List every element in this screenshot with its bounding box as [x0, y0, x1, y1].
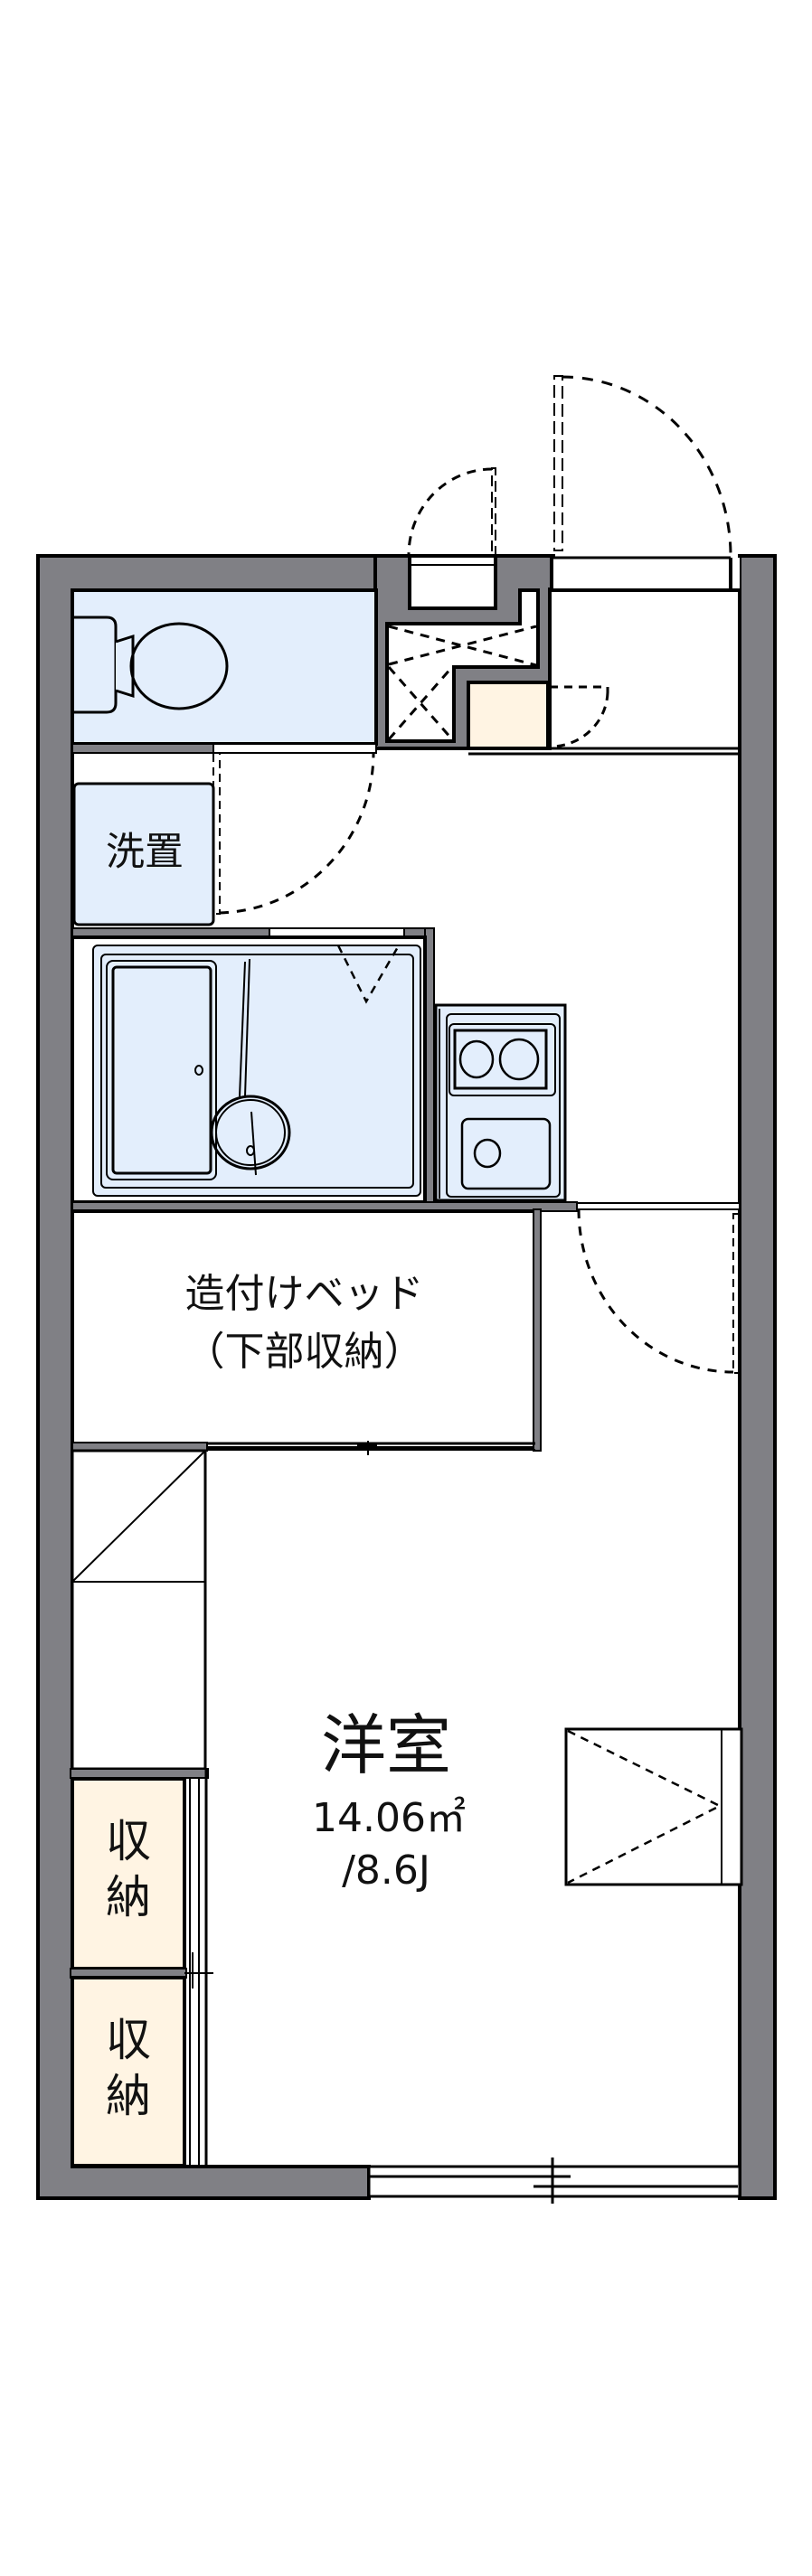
closet-2	[71, 1976, 186, 2167]
hall-door-frame	[576, 1202, 741, 1210]
western-room-tatami: /8.6J	[342, 1847, 430, 1894]
outer-walls	[36, 554, 777, 2200]
washer-space-label: 洗置	[106, 830, 184, 875]
toilet-partition	[71, 743, 214, 754]
stove-icon	[448, 1023, 556, 1096]
western-room-area: 14.06㎡	[312, 1795, 466, 1841]
shoe-box	[467, 681, 609, 750]
unit-bath	[71, 935, 427, 1204]
built-in-bed-label: 造付けベッド	[184, 1271, 424, 1317]
built-in-bed-sublabel: （下部収納）	[184, 1329, 424, 1375]
closet-1-label-1: 収	[106, 1815, 151, 1867]
right-window-box	[564, 1727, 743, 1886]
shoe-box-door-swing	[550, 685, 609, 748]
closet-sliding-doors[interactable]	[184, 1769, 213, 2167]
shelf-area	[70, 1449, 209, 1779]
washbasin-icon	[210, 1095, 291, 1170]
kitchen-counter	[434, 1003, 567, 1202]
room-door[interactable]	[577, 1208, 741, 1374]
entrance	[468, 556, 741, 756]
closet-2-label-2: 納	[106, 2070, 151, 2122]
balcony-window[interactable]	[367, 2158, 741, 2204]
toilet-door[interactable]	[212, 752, 221, 915]
toilet-door-swing	[219, 752, 375, 915]
built-in-bed	[71, 1208, 542, 1455]
entrance-door[interactable]	[553, 375, 732, 554]
sink-icon	[460, 1117, 552, 1190]
toilet-door-frame	[212, 743, 377, 754]
closet-2-label-1: 収	[106, 2014, 151, 2066]
washer-space	[72, 752, 375, 926]
bathtub-icon	[106, 960, 217, 1180]
bath-door-swing	[336, 945, 401, 1004]
meter-box-door[interactable]	[407, 467, 496, 556]
toilet-room	[71, 588, 378, 746]
toilet-icon	[74, 616, 229, 714]
western-room-name: 洋室	[320, 1707, 451, 1783]
closet-1-label-2: 納	[106, 1871, 151, 1923]
closet-1	[71, 1777, 186, 1970]
